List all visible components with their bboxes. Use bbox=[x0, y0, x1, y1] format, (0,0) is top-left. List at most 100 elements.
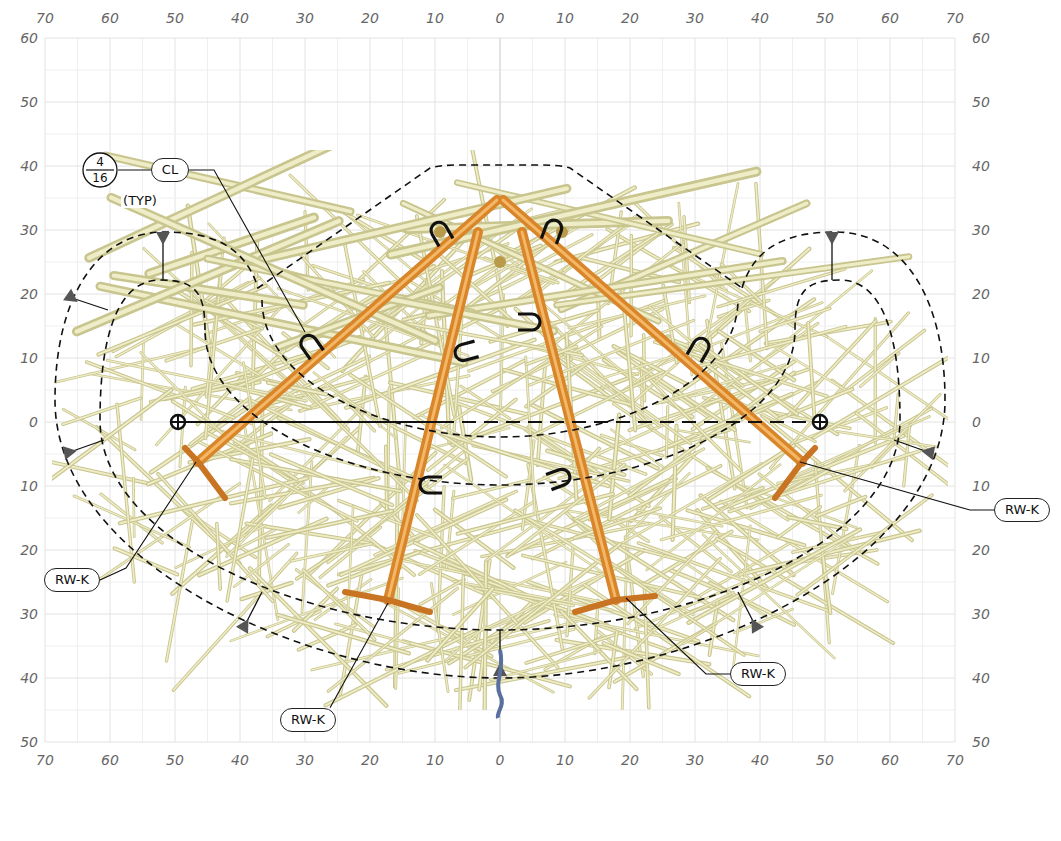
stick-shadow bbox=[533, 372, 663, 435]
offset-marker bbox=[236, 615, 255, 633]
stick-highlight bbox=[331, 389, 374, 417]
stick-highlight bbox=[133, 478, 135, 537]
stick-highlight bbox=[217, 524, 220, 590]
axis-number: 30 bbox=[972, 223, 990, 237]
stick-highlight bbox=[789, 416, 929, 478]
label-tag: RW-K bbox=[280, 708, 336, 732]
leg-foot bbox=[185, 448, 225, 498]
stick-highlight bbox=[627, 473, 689, 535]
stick-shadow bbox=[837, 431, 938, 447]
stick-highlight bbox=[106, 156, 350, 212]
axis-number: 40 bbox=[751, 753, 769, 767]
stick-shadow bbox=[874, 319, 877, 443]
axis-number: 40 bbox=[231, 753, 249, 767]
stick-shadow bbox=[586, 368, 691, 444]
stick-highlight bbox=[734, 609, 792, 633]
stick-shadow bbox=[653, 592, 734, 630]
axis-number: 50 bbox=[20, 735, 38, 749]
stick-highlight bbox=[52, 390, 171, 494]
stick-highlight bbox=[227, 459, 253, 601]
support-leg bbox=[388, 232, 478, 600]
stick-highlight bbox=[683, 536, 853, 644]
stick-shadow bbox=[227, 459, 253, 601]
stick-shadow bbox=[115, 548, 178, 574]
stick-shadow bbox=[627, 473, 689, 535]
callout-circle: 416 bbox=[82, 152, 118, 188]
stick-shadow bbox=[453, 480, 530, 498]
stick-shadow bbox=[507, 464, 624, 556]
stick-highlight bbox=[484, 563, 486, 710]
stick-shadow bbox=[231, 578, 403, 641]
axis-number: 10 bbox=[972, 351, 990, 365]
leader-connector bbox=[118, 169, 151, 170]
offset-marker bbox=[825, 232, 839, 245]
stick-shadow bbox=[666, 407, 668, 458]
axis-number: 50 bbox=[20, 95, 38, 109]
stick-shadow bbox=[609, 415, 619, 519]
stick-highlight bbox=[604, 643, 679, 674]
stick-highlight bbox=[271, 454, 392, 505]
stick-shadow bbox=[328, 552, 418, 585]
stick-shadow bbox=[604, 643, 679, 674]
callout-circle-ring bbox=[83, 153, 117, 187]
axis-number: 60 bbox=[101, 753, 119, 767]
leader-line bbox=[189, 170, 305, 332]
axis-number: 70 bbox=[946, 753, 964, 767]
hook-symbol bbox=[541, 218, 564, 244]
hook-symbol bbox=[518, 314, 540, 330]
axis-number: 40 bbox=[972, 671, 990, 685]
axis-number: 20 bbox=[20, 543, 38, 557]
offset-marker bbox=[920, 444, 935, 460]
stick-highlight bbox=[533, 372, 663, 435]
stick-highlight bbox=[788, 321, 875, 415]
stick-shadow bbox=[292, 544, 372, 561]
stick-highlight bbox=[695, 323, 817, 408]
stick-highlight bbox=[466, 573, 606, 638]
stick-shadow bbox=[314, 373, 396, 439]
stick-shadow bbox=[52, 390, 171, 494]
center-mark bbox=[171, 415, 185, 429]
axis-number: 10 bbox=[20, 479, 38, 493]
stick-nest bbox=[52, 150, 948, 710]
stick-highlight bbox=[173, 553, 296, 690]
detail-number: 4 bbox=[82, 156, 118, 168]
axis-number: 50 bbox=[972, 95, 990, 109]
stick-highlight bbox=[314, 373, 396, 439]
stick-highlight bbox=[111, 197, 435, 340]
stick-highlight bbox=[453, 480, 530, 498]
stick-shadow bbox=[267, 511, 392, 538]
offset-marker bbox=[63, 289, 82, 308]
stick-shadow bbox=[788, 321, 875, 415]
axis-number: 0 bbox=[496, 11, 505, 25]
axis-number: 20 bbox=[621, 11, 639, 25]
axis-number: 40 bbox=[972, 159, 990, 173]
stick-highlight bbox=[730, 451, 920, 512]
stick-shadow bbox=[132, 478, 135, 537]
axis-number: 20 bbox=[361, 11, 379, 25]
axis-number: 10 bbox=[972, 479, 990, 493]
axis-number: 10 bbox=[556, 753, 574, 767]
stick-shadow bbox=[89, 150, 392, 258]
hook-symbol bbox=[428, 219, 453, 246]
stick-highlight bbox=[303, 570, 374, 639]
axis-number: 60 bbox=[881, 753, 899, 767]
offset-marker bbox=[63, 444, 78, 460]
axis-number: 40 bbox=[751, 11, 769, 25]
stick-shadow bbox=[860, 353, 898, 386]
tag-text: CL bbox=[162, 163, 178, 177]
stick-shadow bbox=[234, 544, 289, 586]
axis-number: 50 bbox=[972, 735, 990, 749]
stick-highlight bbox=[609, 632, 617, 688]
stick-highlight bbox=[788, 517, 846, 529]
axis-number: 10 bbox=[20, 351, 38, 365]
stick-shadow bbox=[106, 156, 350, 212]
axis-number: 50 bbox=[816, 753, 834, 767]
offset-marker bbox=[156, 232, 170, 245]
stick-highlight bbox=[420, 580, 464, 605]
hook-symbol bbox=[298, 332, 324, 359]
stick-shadow bbox=[383, 298, 553, 331]
stick-highlight bbox=[874, 319, 876, 443]
